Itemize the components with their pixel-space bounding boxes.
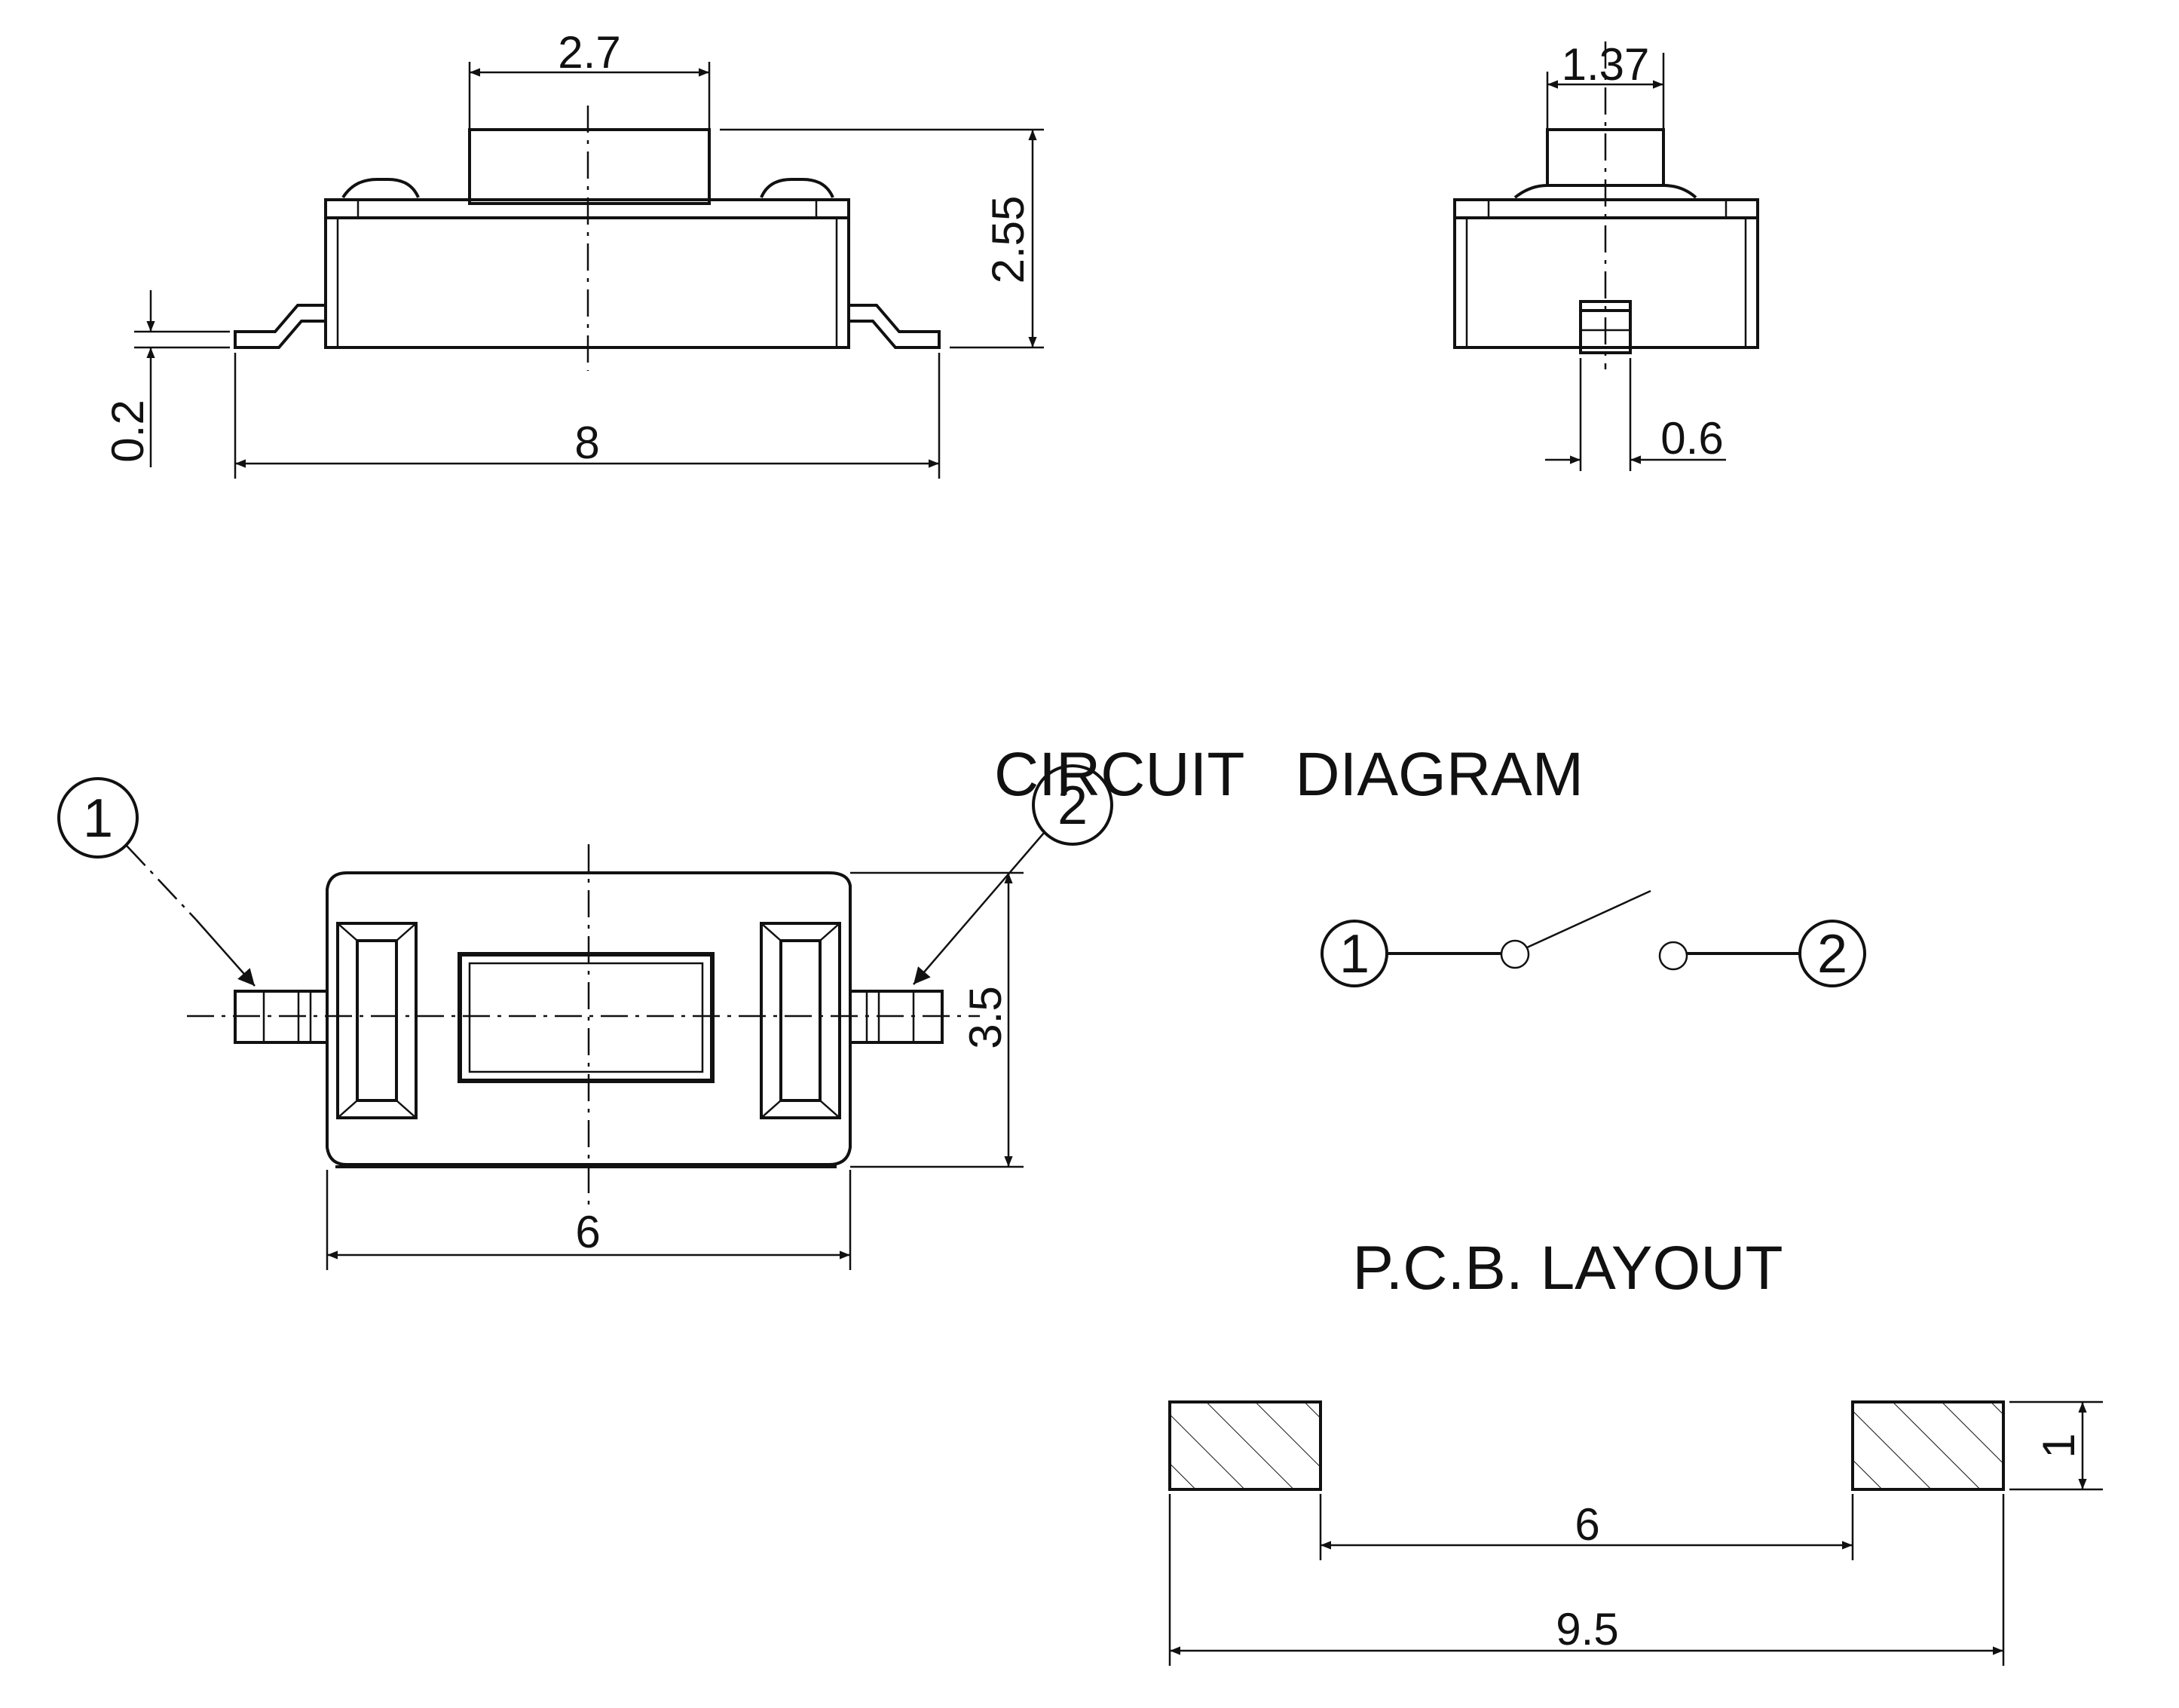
top-body [326, 871, 852, 1166]
side-view: 2.7 2.55 0.2 8 [103, 27, 1044, 479]
dim-pad-gap: 6 [1575, 1499, 1599, 1550]
side-left-bump [341, 178, 420, 199]
dim-overall-length: 8 [574, 418, 599, 468]
dim-end-button-width: 1.37 [1562, 39, 1650, 90]
pcb-title: P.C.B. LAYOUT [1352, 1234, 1783, 1302]
end-view: 1.37 0.6 [1453, 39, 1759, 471]
pcb-pad-left [1168, 1400, 1322, 1491]
dim-pcb-overall: 9.5 [1556, 1604, 1618, 1654]
top-actuator [458, 952, 715, 1083]
dim-height: 2.55 [983, 196, 1033, 284]
side-button [468, 128, 711, 205]
pcb-pad-right [1851, 1400, 2005, 1491]
dim-button-width: 2.7 [558, 27, 620, 78]
top-view: 1 2 3.5 6 [57, 764, 1113, 1270]
pin-2-callout [1032, 764, 1113, 846]
side-left-lead [234, 304, 326, 349]
side-right-bump [760, 178, 834, 198]
circuit-pin-2 [1798, 920, 1866, 987]
top-right-window [760, 922, 841, 1119]
dim-body-width: 3.5 [960, 986, 1011, 1048]
pin-1-label: 1 [83, 788, 113, 849]
dim-pad-height: 1 [2034, 1433, 2084, 1458]
circuit-pin-1-label: 1 [1339, 924, 1370, 984]
dim-body-length: 6 [575, 1207, 600, 1257]
circuit-contact-left [1500, 939, 1530, 969]
circuit-diagram: CIRCUIT DIAGRAM 1 2 [994, 740, 1866, 987]
top-left-window [336, 922, 418, 1119]
circuit-title: CIRCUIT DIAGRAM [994, 740, 1584, 809]
pin-2-label: 2 [1057, 776, 1088, 836]
circuit-switch-lever [1526, 889, 1651, 949]
dim-lead-thickness: 0.2 [103, 399, 153, 462]
circuit-pin-2-label: 2 [1817, 924, 1847, 984]
dim-lead-width: 0.6 [1660, 413, 1723, 464]
side-body [324, 216, 850, 349]
circuit-contact-right [1658, 941, 1688, 971]
pin-1-callout [57, 777, 139, 859]
pcb-layout: P.C.B. LAYOUT 1 6 9.5 [1168, 1234, 2103, 1666]
side-right-lead [849, 304, 941, 349]
